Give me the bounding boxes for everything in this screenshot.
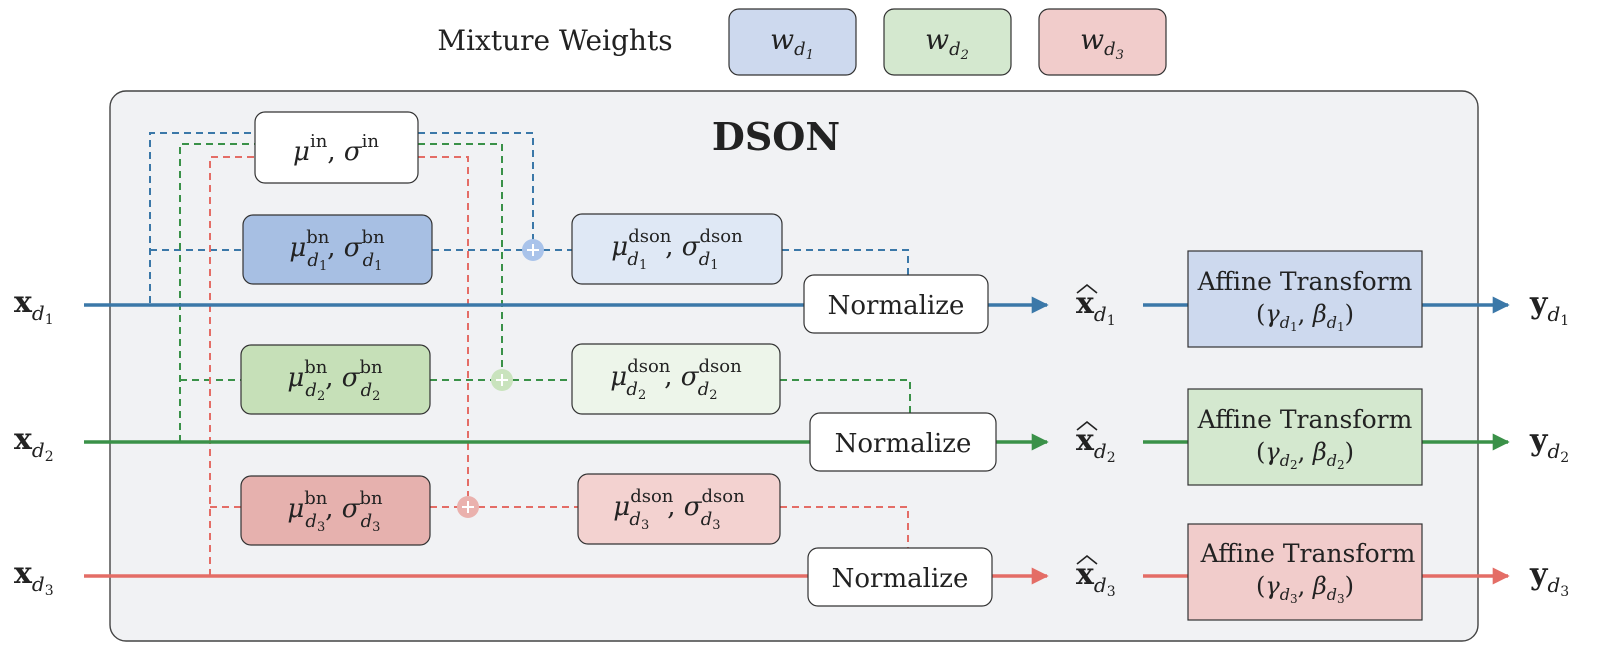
normalized-xhat-d1: xd1 — [1076, 283, 1116, 329]
affine-transform-box-d1: Affine Transform (γd1, βd1) — [1187, 250, 1423, 348]
dson-title: DSON — [712, 114, 840, 159]
output-y-d2: yd2 — [1529, 423, 1569, 466]
svg-text:xd3: xd3 — [1076, 557, 1116, 600]
input-x-d2: xd2 — [14, 422, 54, 465]
svg-text:yd1: yd1 — [1529, 286, 1569, 329]
dashed-paths-d1 — [149, 132, 909, 303]
svg-text:xd2: xd2 — [1076, 423, 1116, 466]
output-y-d1: yd1 — [1529, 286, 1569, 329]
normalize-box-d3: Normalize — [807, 547, 993, 607]
normalize-box-d2: Normalize — [809, 412, 997, 472]
normalize-box-d1: Normalize — [803, 274, 989, 334]
mixture-weight-w2: wd2 — [883, 8, 1012, 76]
dson-container — [109, 90, 1479, 642]
mixture-weight-w3: wd3 — [1038, 8, 1167, 76]
input-x-d1: xd1 — [14, 285, 54, 328]
svg-text:μin, σin: μin, σin — [293, 131, 379, 167]
svg-text:xd1: xd1 — [1076, 286, 1116, 329]
svg-text:Affine Transform: Affine Transform — [1197, 267, 1413, 296]
svg-text:xd1: xd1 — [14, 285, 54, 328]
svg-text:Affine Transform: Affine Transform — [1200, 539, 1416, 568]
svg-text:yd3: yd3 — [1529, 557, 1569, 600]
instance-stats-box: μin, σin — [254, 111, 419, 184]
svg-text:Normalize: Normalize — [832, 564, 969, 594]
normalized-xhat-d3: xd3 — [1076, 554, 1116, 600]
dashed-paths-d3 — [209, 156, 909, 576]
svg-text:yd2: yd2 — [1529, 423, 1569, 466]
normalized-xhat-d2: xd2 — [1076, 420, 1116, 466]
plus-icon-d2 — [491, 369, 513, 391]
plus-icon-d1 — [522, 239, 544, 261]
mixture-weights-label: Mixture Weights — [437, 24, 672, 57]
svg-text:Affine Transform: Affine Transform — [1197, 405, 1413, 434]
svg-text:wd3: wd3 — [1080, 23, 1124, 63]
svg-text:wd2: wd2 — [925, 23, 969, 63]
input-x-d3: xd3 — [14, 556, 54, 599]
affine-transform-box-d2: Affine Transform (γd2, βd2) — [1187, 388, 1423, 486]
svg-text:wd1: wd1 — [770, 23, 814, 63]
svg-text:Normalize: Normalize — [835, 429, 972, 459]
svg-text:xd2: xd2 — [14, 422, 54, 465]
svg-text:Normalize: Normalize — [828, 291, 965, 321]
plus-icon-d3 — [457, 496, 479, 518]
svg-text:xd3: xd3 — [14, 556, 54, 599]
output-y-d3: yd3 — [1529, 557, 1569, 600]
mixture-weight-w1: wd1 — [728, 8, 857, 76]
affine-transform-box-d3: Affine Transform (γd3, βd3) — [1187, 523, 1423, 621]
